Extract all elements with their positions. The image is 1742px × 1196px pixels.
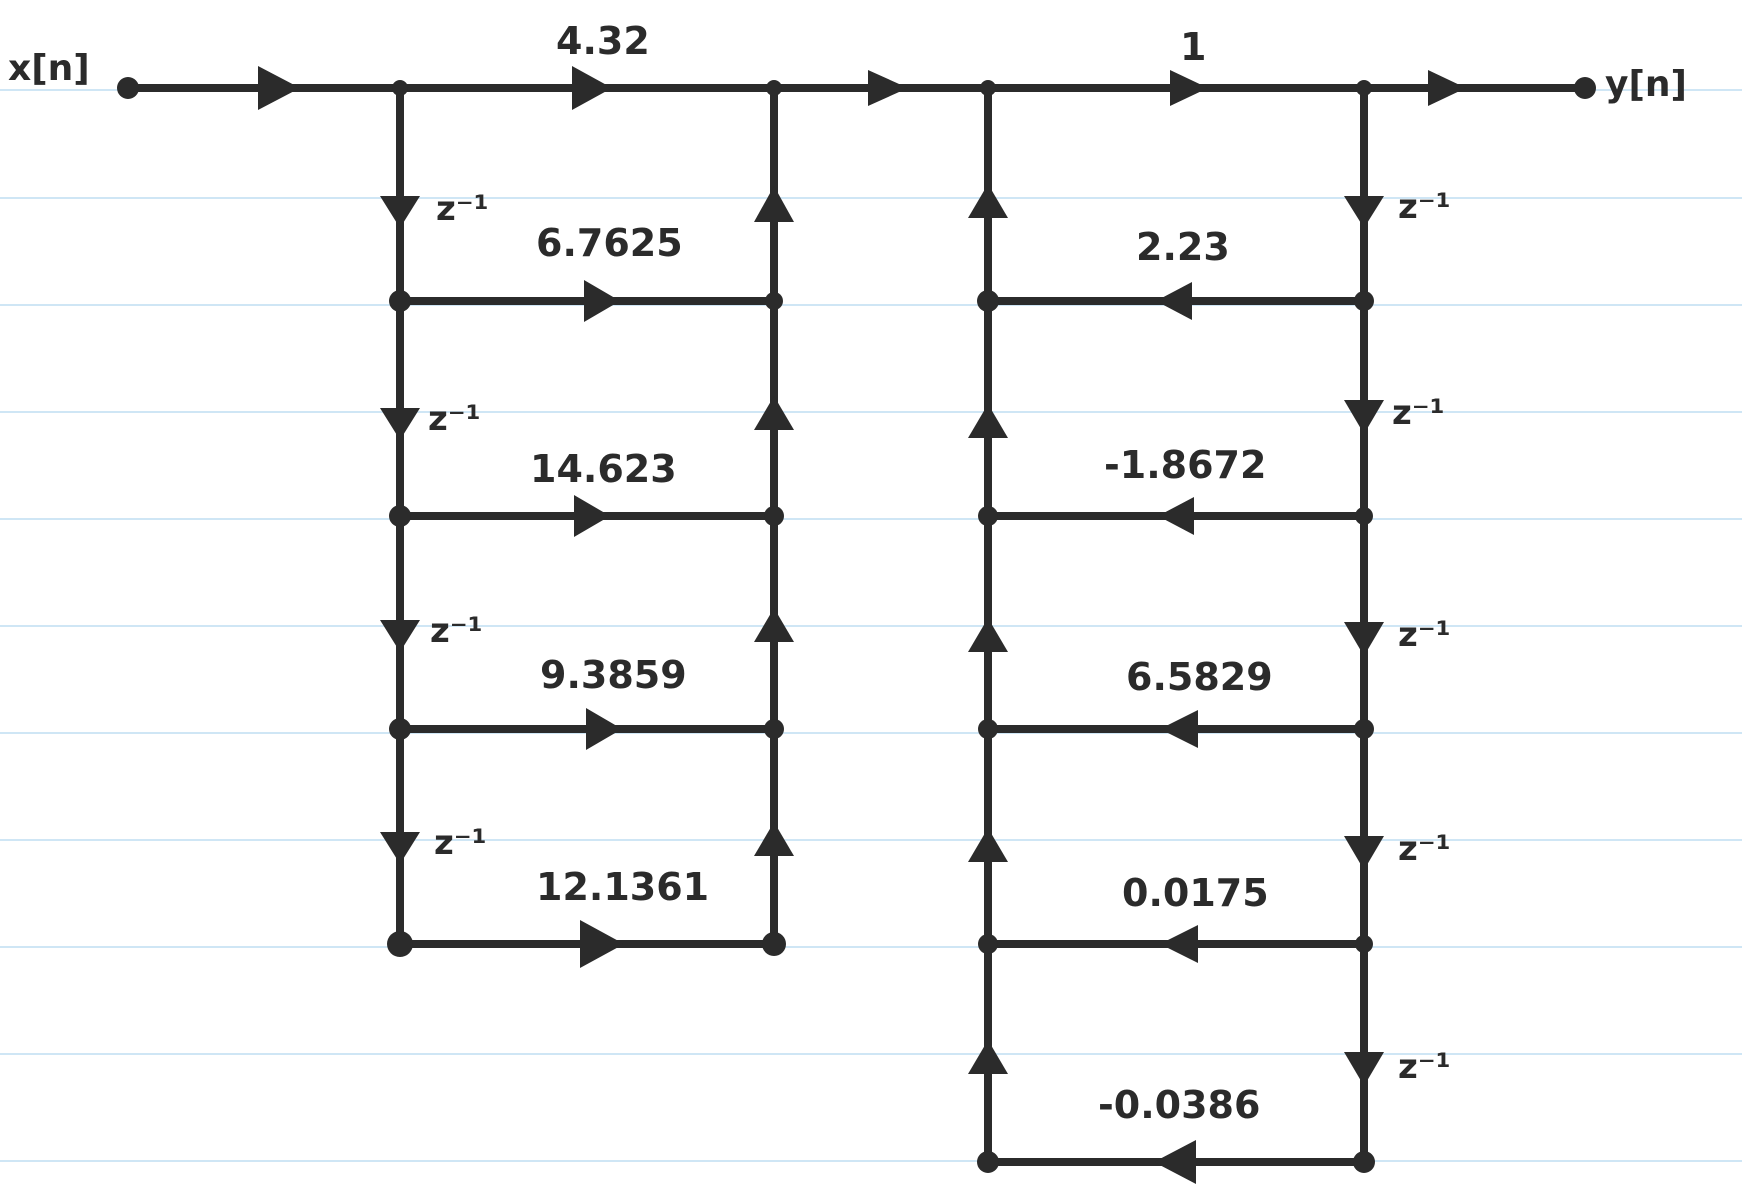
junction-node [764,719,784,739]
junction-node [978,506,998,526]
ff-delay-label: z⁻¹ [434,823,487,863]
fb-delay-label: z⁻¹ [1392,393,1445,433]
junction-node [389,505,411,527]
junction-node [1353,1151,1375,1173]
junction-node [977,1151,999,1173]
ff-delay-label: z⁻¹ [428,399,481,439]
arrow-down [1344,196,1384,228]
junction-node [389,290,411,312]
arrow-right [258,66,300,110]
arrow-right [868,70,908,106]
arrow-down [380,196,420,228]
fb-delay-label: z⁻¹ [1398,187,1451,227]
arrow-up [754,396,794,430]
arrow-up [754,822,794,856]
junction-node [1356,80,1372,96]
ff-tap-label: 6.7625 [536,221,683,265]
fb-tap-label: -0.0386 [1098,1083,1260,1127]
arrow-up [754,608,794,642]
fb-tap-label: 2.23 [1136,225,1230,269]
ff-tap-label: 9.3859 [540,653,687,697]
ff-sum-arrows [754,186,794,856]
arrow-up [968,404,1008,438]
input-node [117,77,139,99]
arrow-up [968,184,1008,218]
arrow-right [580,920,624,968]
junction-node [1354,719,1374,739]
junction-node [389,718,411,740]
arrow-right [572,66,612,110]
arrow-up [968,828,1008,862]
ff-tap-label: 14.623 [530,447,677,491]
junction-node [980,80,996,96]
fb-delay-label: z⁻¹ [1398,1047,1451,1087]
arrow-down [380,408,420,440]
junction-node [1355,507,1373,525]
output-node [1574,77,1596,99]
arrow-right [584,280,620,322]
arrow-left [1154,1140,1196,1184]
fb-tap-arrows [1154,282,1198,1184]
ff-delay-arrows [380,196,420,864]
ff-tap-label: 12.1361 [536,865,709,909]
arrow-right [1428,70,1466,106]
nodes [117,77,1596,1173]
fb-gain-top-label: 1 [1180,25,1206,69]
arrow-left [1158,497,1194,535]
junction-node [392,80,408,96]
fb-tap-label: 0.0175 [1122,871,1269,915]
arrow-left [1160,925,1198,963]
junction-node [387,931,413,957]
main-path-arrows [258,66,1466,110]
ff-delay-label: z⁻¹ [430,611,483,651]
junction-node [762,932,786,956]
junction-node [978,719,998,739]
fb-tap-label: -1.8672 [1104,443,1266,487]
ff-delay-label: z⁻¹ [436,189,489,229]
ff-gain-top-label: 4.32 [556,19,650,63]
arrow-down [1344,1052,1384,1086]
arrow-down [380,620,420,652]
junction-node [1355,935,1373,953]
output-label: y[n] [1605,64,1687,105]
arrow-left [1156,282,1192,320]
junction-node [765,292,783,310]
fb-delay-label: z⁻¹ [1398,829,1451,869]
arrow-right [586,708,622,750]
arrow-right [1170,70,1208,106]
arrow-right [574,495,610,537]
ruled-lines [0,89,1742,1162]
fb-sum-arrows [968,184,1008,1074]
arrow-down [1344,622,1384,656]
arrow-down [380,832,420,864]
junction-node [977,290,999,312]
fb-tap-label: 6.5829 [1126,655,1273,699]
input-label: x[n] [8,48,90,89]
arrow-down [1344,400,1384,434]
arrow-down [1344,836,1384,870]
junction-node [1354,291,1374,311]
arrow-up [968,618,1008,652]
fb-delay-arrows [1344,196,1384,1086]
junction-node [766,80,782,96]
arrow-up [968,1040,1008,1074]
ff-tap-arrows [574,280,624,968]
fb-delay-label: z⁻¹ [1398,615,1451,655]
arrow-left [1160,710,1198,748]
junction-node [978,934,998,954]
junction-node [764,506,784,526]
arrow-up [754,186,794,222]
